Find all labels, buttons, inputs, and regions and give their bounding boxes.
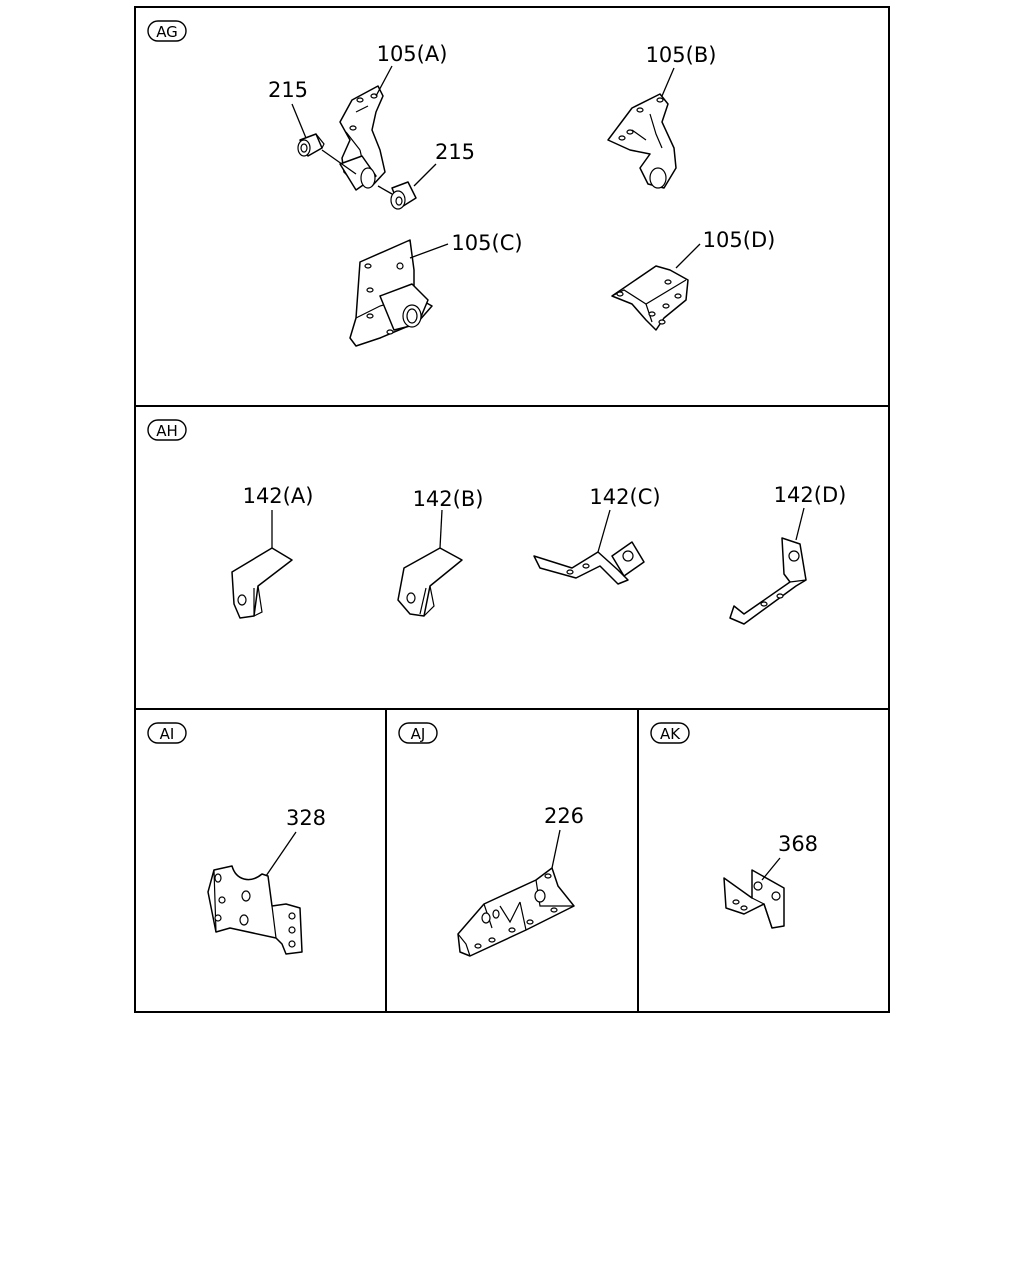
part-215-left-drawing bbox=[291, 103, 357, 175]
section-tag-ak-label: AK bbox=[660, 725, 681, 743]
callout-105a: 105(A) bbox=[377, 42, 448, 66]
part-215-right-drawing bbox=[377, 163, 437, 210]
part-328-drawing bbox=[207, 831, 303, 955]
callout-142c: 142(C) bbox=[589, 485, 660, 509]
callout-142d: 142(D) bbox=[774, 483, 847, 507]
part-142d-drawing bbox=[729, 507, 807, 625]
callout-215-right: 215 bbox=[435, 140, 475, 164]
callout-142a: 142(A) bbox=[243, 484, 314, 508]
callout-226: 226 bbox=[544, 804, 584, 828]
section-tag-ag: AG bbox=[147, 20, 187, 42]
callout-328: 328 bbox=[286, 806, 326, 830]
part-105a-drawing bbox=[339, 65, 393, 191]
callout-105c: 105(C) bbox=[451, 231, 522, 255]
part-368-drawing bbox=[723, 857, 785, 929]
section-tag-ah-label: AH bbox=[156, 422, 178, 440]
section-tag-aj-label: AJ bbox=[411, 725, 426, 743]
part-226-drawing bbox=[457, 829, 575, 957]
part-142c-drawing bbox=[533, 509, 645, 585]
section-tag-ag-label: AG bbox=[156, 23, 178, 41]
callout-368: 368 bbox=[778, 832, 818, 856]
section-tag-ai: AI bbox=[147, 722, 187, 744]
part-105c-drawing bbox=[349, 239, 449, 347]
section-tag-ah: AH bbox=[147, 419, 187, 441]
diagram-frame bbox=[134, 6, 890, 1013]
callout-142b: 142(B) bbox=[413, 487, 484, 511]
part-142a-drawing bbox=[231, 510, 293, 619]
part-142b-drawing bbox=[397, 509, 463, 617]
section-tag-ai-label: AI bbox=[160, 725, 175, 743]
callout-215-left: 215 bbox=[268, 78, 308, 102]
part-105b-drawing bbox=[607, 67, 677, 189]
section-tag-aj: AJ bbox=[398, 722, 438, 744]
part-105d-drawing bbox=[611, 243, 701, 331]
section-tag-ak: AK bbox=[650, 722, 690, 744]
callout-105d: 105(D) bbox=[703, 228, 776, 252]
callout-105b: 105(B) bbox=[646, 43, 717, 67]
